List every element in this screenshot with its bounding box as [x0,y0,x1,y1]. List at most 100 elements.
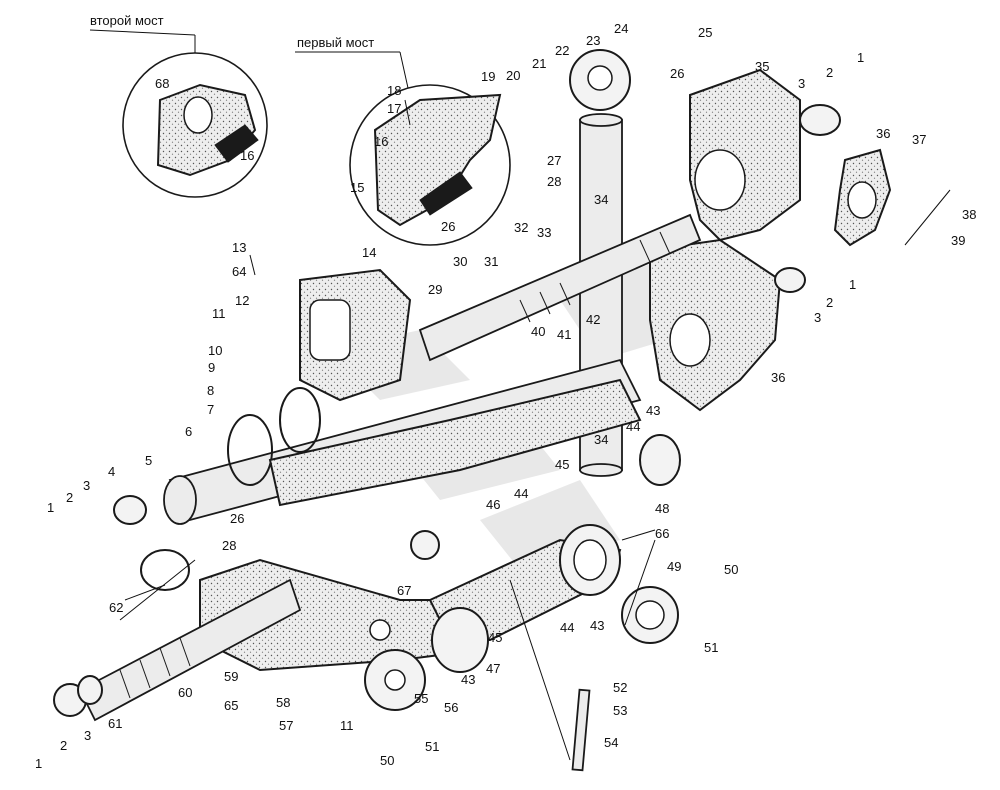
callout-26: 26 [230,511,244,526]
callout-41: 41 [557,327,571,342]
callout-17: 17 [387,101,401,116]
callout-9: 9 [208,360,215,375]
callout-28: 28 [222,538,236,553]
callout-58: 58 [276,695,290,710]
callout-29: 29 [428,282,442,297]
callout-49: 49 [667,559,681,574]
callout-24: 24 [614,21,628,36]
inset-title-second-axle: второй мост [90,13,164,28]
callout-55: 55 [414,691,428,706]
inset-second-axle [89,29,268,198]
callout-1: 1 [47,500,54,515]
callout-22: 22 [555,43,569,58]
callout-16: 16 [374,134,388,149]
callout-51: 51 [704,640,718,655]
callout-34: 34 [594,432,608,447]
callout-67: 67 [397,583,411,598]
callout-21: 21 [532,56,546,71]
callout-64: 64 [232,264,246,279]
callout-6: 6 [185,424,192,439]
callout-59: 59 [224,669,238,684]
callout-13: 13 [232,240,246,255]
callout-1: 1 [35,756,42,771]
callout-30: 30 [453,254,467,269]
callout-66: 66 [655,526,669,541]
callout-11: 11 [212,306,226,321]
callout-46: 46 [486,497,500,512]
callout-54: 54 [604,735,618,750]
callout-8: 8 [207,383,214,398]
callout-32: 32 [514,220,528,235]
right-housing [649,68,801,412]
cover-plate-36 [833,148,892,247]
callout-42: 42 [586,312,600,327]
callout-3: 3 [798,76,805,91]
callout-48: 48 [655,501,669,516]
callout-44: 44 [514,486,528,501]
callout-19: 19 [481,69,495,84]
callout-3: 3 [814,310,821,325]
inset-first-axle [295,51,511,246]
callout-5: 5 [145,453,152,468]
callout-23: 23 [586,33,600,48]
trailing-arm-right [428,524,622,673]
callout-16: 16 [240,148,254,163]
callout-14: 14 [362,245,376,260]
callout-65: 65 [224,698,238,713]
callout-61: 61 [108,716,122,731]
lower-shaft-60 [78,578,302,722]
callout-39: 39 [951,233,965,248]
inset-title-first-axle: первый мост [297,35,374,50]
callout-51: 51 [425,739,439,754]
callout-38: 38 [962,207,976,222]
callout-2: 2 [60,738,67,753]
left-housing [299,268,412,402]
callout-60: 60 [178,685,192,700]
callout-40: 40 [531,324,545,339]
ball-joint-23 [569,49,631,111]
callout-3: 3 [84,728,91,743]
callout-3: 3 [83,478,90,493]
callout-1: 1 [857,50,864,65]
callout-35: 35 [755,59,769,74]
callout-56: 56 [444,700,458,715]
callout-45: 45 [555,457,569,472]
callout-31: 31 [484,254,498,269]
callout-36: 36 [876,126,890,141]
callout-44: 44 [560,620,574,635]
callout-43: 43 [590,618,604,633]
callout-28: 28 [547,174,561,189]
callout-50: 50 [724,562,738,577]
callout-1: 1 [849,277,856,292]
bolt-54 [571,688,591,772]
callout-53: 53 [613,703,627,718]
callout-44: 44 [626,419,640,434]
callout-34: 34 [594,192,608,207]
callout-43: 43 [461,672,475,687]
callout-12: 12 [235,293,249,308]
flange-56 [364,649,426,711]
callout-15: 15 [350,180,364,195]
callout-57: 57 [279,718,293,733]
callout-11: 11 [340,718,354,733]
snap-ring-62 [140,549,190,591]
callout-47: 47 [486,661,500,676]
swing-arm [268,378,642,507]
callout-26: 26 [670,66,684,81]
small-washers [53,104,841,717]
callout-2: 2 [826,295,833,310]
callout-62: 62 [109,600,123,615]
leader-lines [119,99,951,761]
callout-2: 2 [826,65,833,80]
callout-20: 20 [506,68,520,83]
callout-18: 18 [387,83,401,98]
callout-4: 4 [108,464,115,479]
callout-2: 2 [66,490,73,505]
callout-36: 36 [771,370,785,385]
callout-25: 25 [698,25,712,40]
callout-50: 50 [380,753,394,768]
callout-37: 37 [912,132,926,147]
